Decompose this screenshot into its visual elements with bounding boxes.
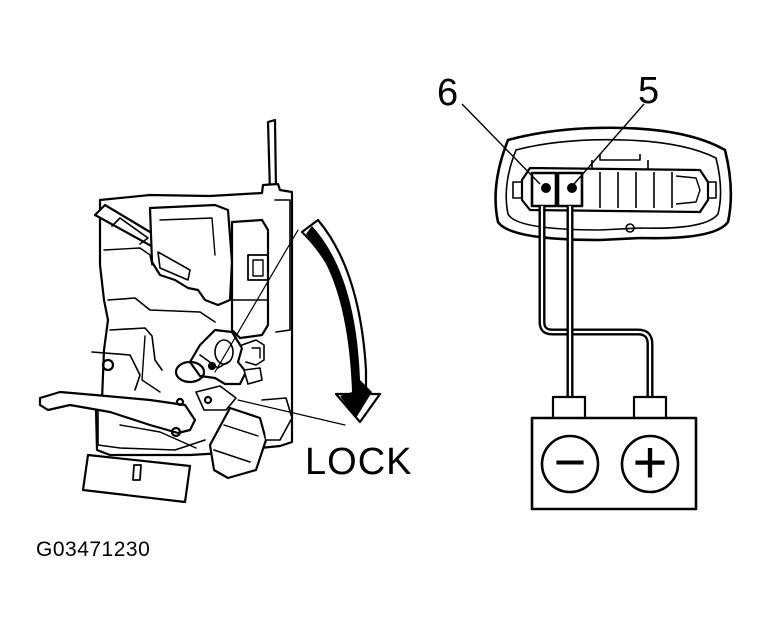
- lock-rod: [266, 118, 278, 194]
- figure-code: G03471230: [36, 538, 151, 561]
- lock-direction-arrow: [300, 218, 382, 424]
- terminal-6-pin: [541, 183, 551, 193]
- battery: − +: [530, 395, 698, 511]
- label-5-leader: [573, 103, 645, 185]
- lock-label: LOCK: [305, 441, 413, 483]
- battery-negative-symbol: −: [554, 430, 587, 493]
- connector-hole: [625, 223, 635, 233]
- terminal-5-pin: [567, 183, 577, 193]
- lock-right-housing: [230, 218, 270, 340]
- wiring-leads: [538, 206, 654, 398]
- lock-lower-arm: [38, 390, 197, 435]
- battery-positive-post: [632, 395, 668, 421]
- battery-positive-terminal: [620, 434, 680, 494]
- terminal-5-label: 5: [638, 70, 660, 112]
- door-lock-assembly: [38, 118, 346, 504]
- lock-upper-housing: [148, 203, 234, 307]
- battery-negative-terminal: [540, 434, 600, 494]
- lock-bottom-tab: [81, 453, 192, 504]
- connector-housing: [494, 126, 733, 242]
- battery-positive-symbol: +: [632, 429, 667, 496]
- battery-negative-post: [551, 395, 587, 421]
- lock-leader-line: [214, 229, 299, 373]
- label-6-leader: [461, 103, 541, 185]
- terminal-6-label: 6: [437, 72, 459, 114]
